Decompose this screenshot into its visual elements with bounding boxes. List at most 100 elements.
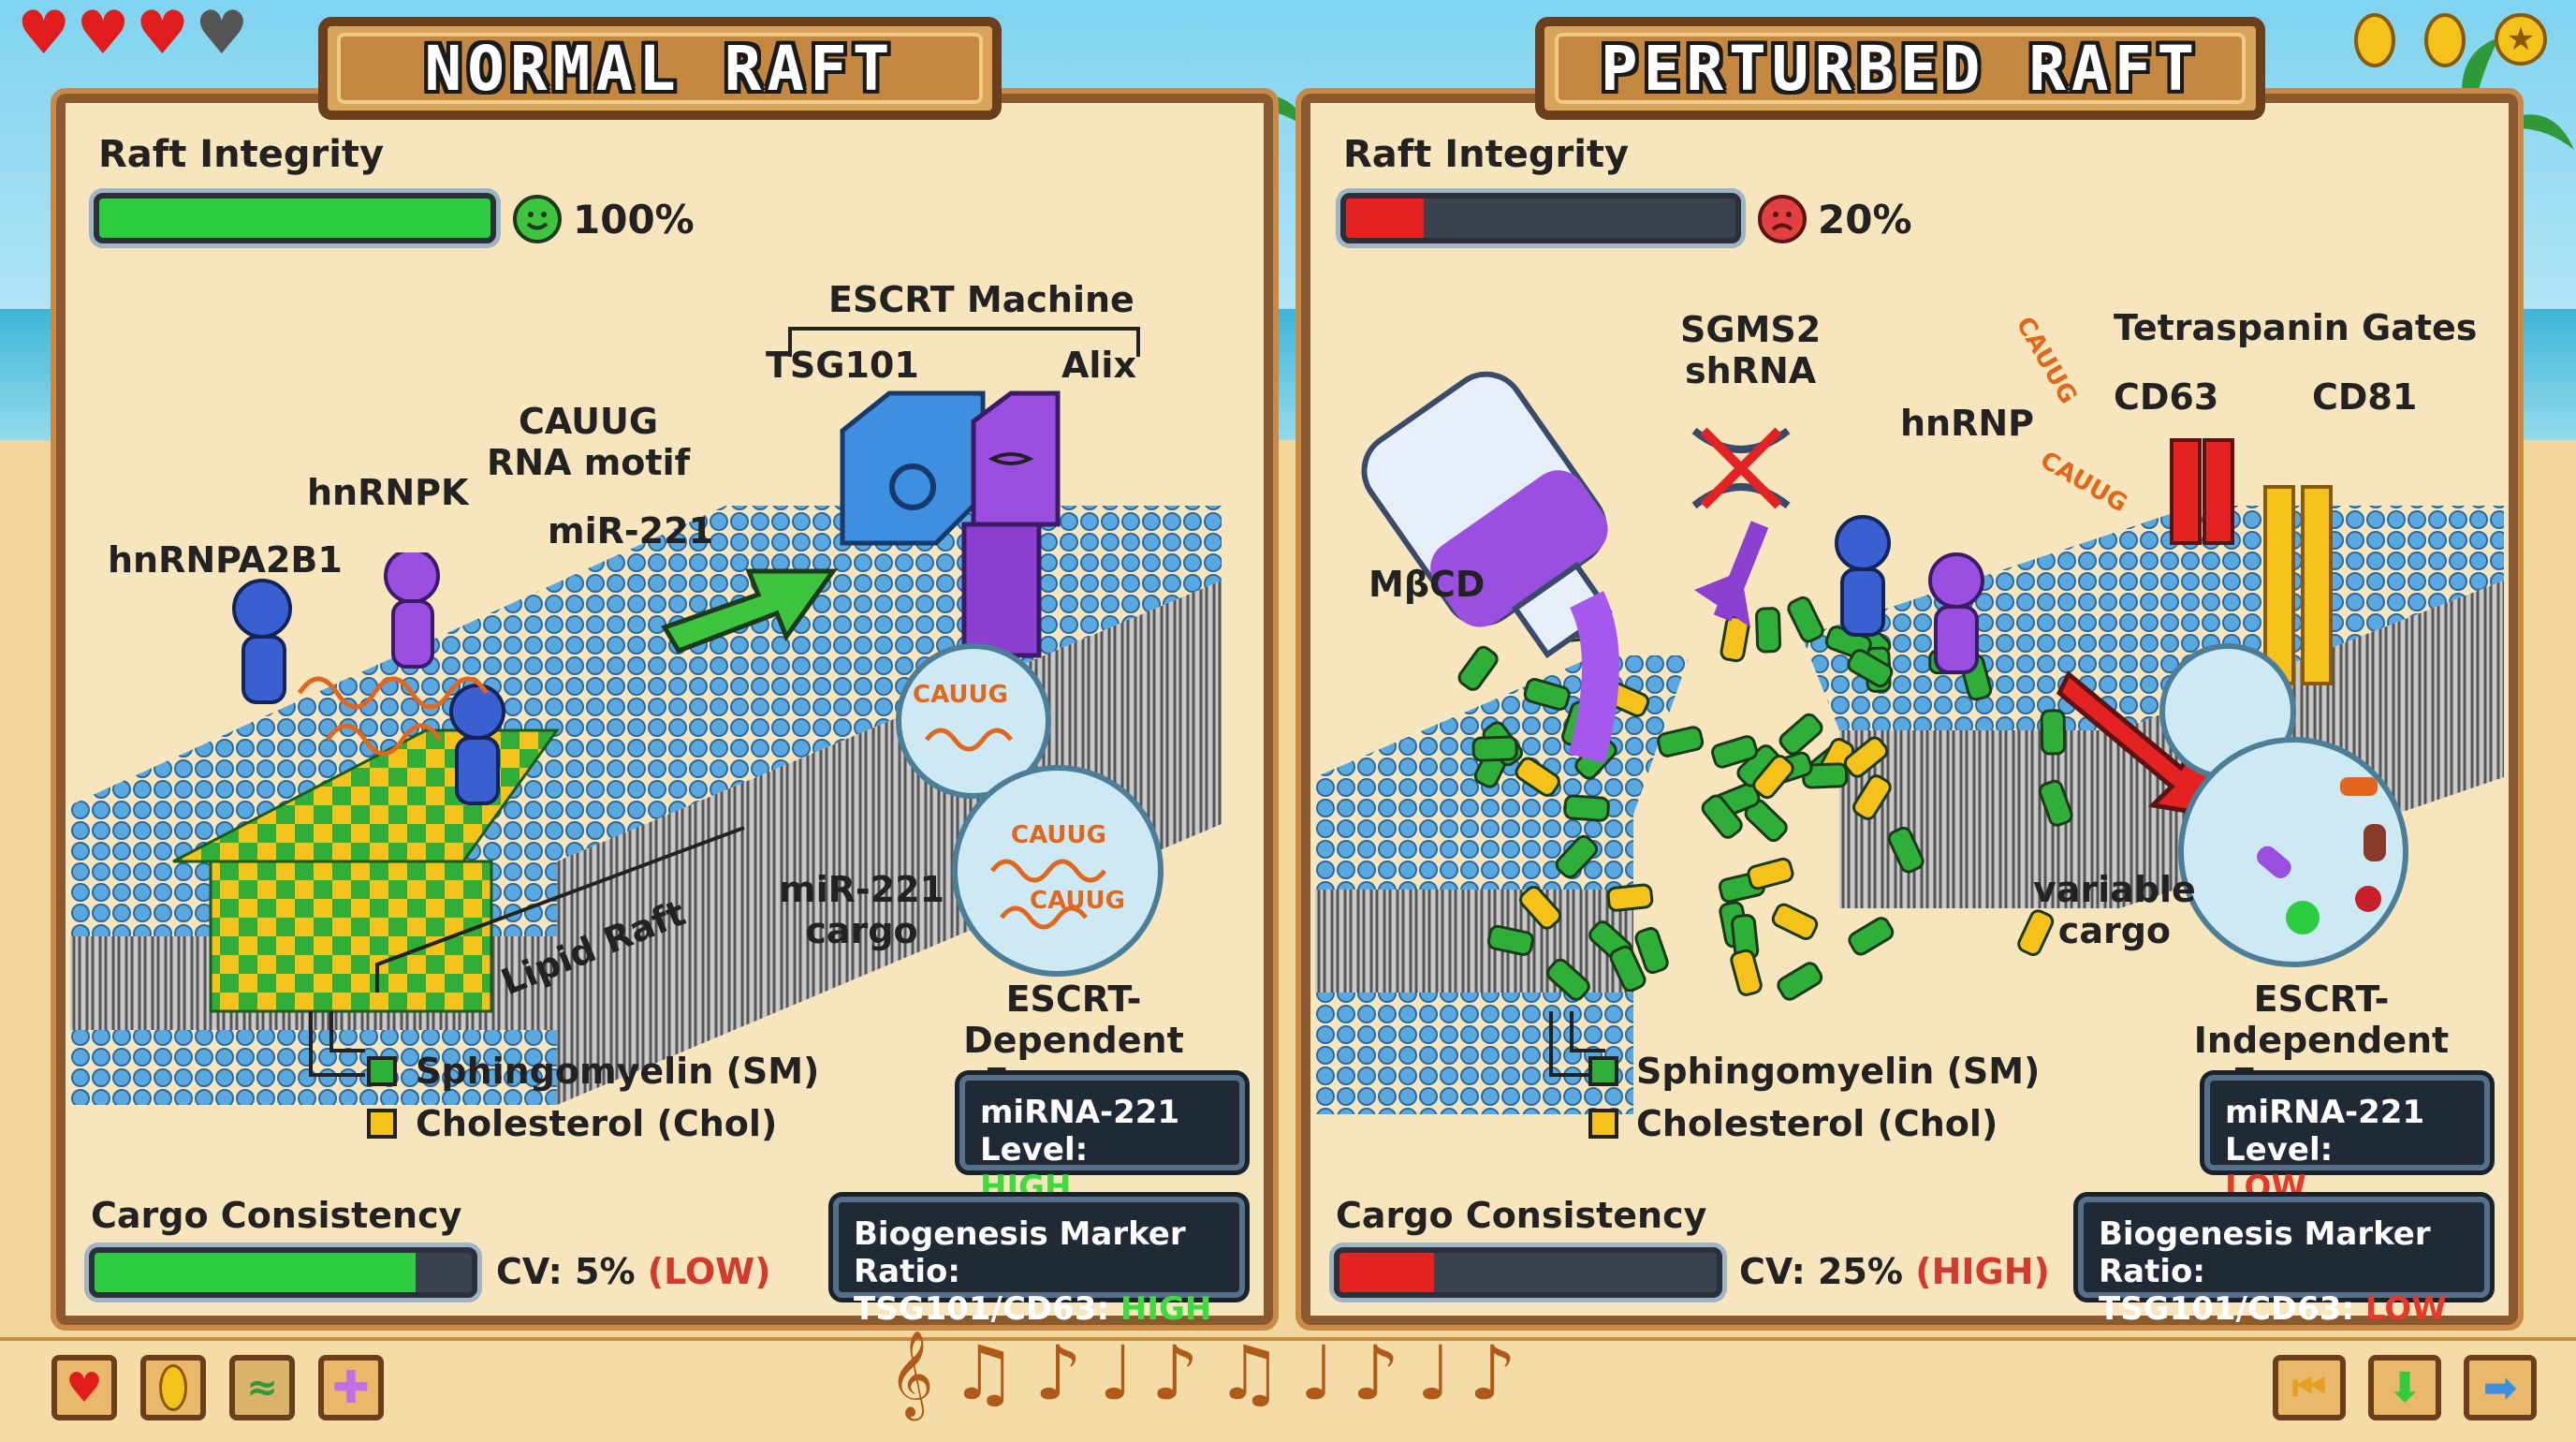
cauug-motif-label: CAUUG RNA motif (487, 401, 690, 483)
rna-tag: CAUUG (913, 681, 1008, 709)
scattered-lipid (1847, 649, 1894, 688)
escrt-dependent-exosome-icon: CAUUG CAUUG CAUUG (896, 643, 1164, 977)
raft-integrity-label: Raft Integrity (98, 133, 385, 176)
raft-integrity-bar (94, 193, 496, 243)
sphingomyelin-label: Sphingomyelin (SM) (416, 1051, 820, 1092)
sgms2-shrna-label: SGMS2 shRNA (1680, 309, 1821, 391)
mirna-level-box: miRNA-221 Level: LOW (2204, 1075, 2490, 1206)
down-button[interactable]: ⬇ (2368, 1355, 2441, 1420)
variable-cargo-label: variable cargo (2033, 869, 2196, 951)
scattered-lipid (1515, 757, 1560, 797)
mir221-label: miR-221 (548, 510, 713, 552)
coin-icon (2354, 13, 2395, 67)
raft-integrity-fill (99, 199, 490, 238)
cd63-gate (2170, 438, 2234, 545)
sphingomyelin-swatch (367, 1056, 397, 1086)
scattered-lipid (1555, 834, 1599, 879)
cholesterol-swatch (367, 1109, 397, 1139)
variable-line1: variable (2033, 869, 2196, 910)
plus-icon: ✚ (331, 1361, 371, 1414)
cargo-consistency-bar (89, 1247, 477, 1298)
shrna-knockdown-icon (1691, 427, 1791, 627)
scattered-lipid (1486, 924, 1534, 956)
hnrnp-label: hnRNP (1900, 403, 2035, 444)
cv-value: CV: 25% (1739, 1251, 1903, 1292)
hnrnpa2b1-protein (232, 579, 292, 704)
scattered-lipid (1752, 755, 1794, 800)
lipid-raft-bracket (375, 826, 745, 993)
heart-icon: ♥ (66, 1363, 103, 1412)
raft-integrity-label: Raft Integrity (1343, 133, 1630, 176)
plus-button[interactable]: ✚ (318, 1355, 384, 1420)
scattered-lipid (1546, 958, 1590, 1001)
scattered-lipid (1852, 774, 1892, 820)
hnrnpk-protein (384, 552, 440, 669)
scattered-lipid (1523, 678, 1571, 712)
coin-icon (159, 1364, 187, 1411)
scattered-lipid (1887, 826, 1925, 874)
raft-integrity-value: 20% (1818, 197, 1912, 243)
cholesterol-swatch (1588, 1109, 1618, 1139)
cargo-consistency-label: Cargo Consistency (1336, 1195, 1707, 1236)
scattered-lipid (1771, 903, 1819, 940)
cv-qualifier: (HIGH) (1915, 1251, 2050, 1292)
previous-button[interactable]: ⏮ (2273, 1355, 2346, 1420)
marker-ratio-label: Biogenesis Marker Ratio: (854, 1215, 1186, 1290)
sgms2-line1: SGMS2 (1680, 309, 1822, 350)
mir221-cargo-line2: cargo (805, 910, 918, 951)
raft-integrity-fill (1346, 199, 1425, 238)
scattered-lipid (1848, 917, 1895, 956)
membrane-normal (70, 506, 1222, 1105)
scattered-lipid (1777, 962, 1823, 1001)
coin-button[interactable] (140, 1355, 206, 1420)
cv-qualifier: (LOW) (647, 1251, 771, 1292)
scattered-lipid (1471, 735, 1518, 762)
scattered-lipid (1657, 726, 1705, 758)
escrt-complex-icon (840, 390, 1061, 658)
cv-readout: CV: 25% (HIGH) (1739, 1251, 2050, 1292)
scattered-lipid (1843, 736, 1889, 778)
tetraspanin-gates-icon (2170, 438, 2333, 685)
heart-full-icon: ♥ (76, 0, 130, 68)
mbcd-label: MβCD (1368, 564, 1486, 605)
exosome-label-line1: ESCRT-Independent (2193, 978, 2450, 1061)
legend-connector (309, 1011, 365, 1077)
cholesterol-label: Cholesterol (Chol) (1636, 1103, 1998, 1144)
marker-ratio-name: TSG101/CD63: (2099, 1290, 2355, 1328)
cargo-consistency-label: Cargo Consistency (91, 1195, 462, 1236)
coin-icon (2424, 13, 2466, 67)
down-arrow-icon: ⬇ (2387, 1363, 2422, 1412)
panel-title: NORMAL RAFT (424, 32, 896, 105)
rna-tag: CAUUG (1030, 887, 1125, 915)
scattered-lipid (1755, 607, 1782, 654)
cargo-consistency-fill (95, 1253, 416, 1292)
dna-button[interactable]: ≈ (229, 1355, 295, 1420)
mirna-level-box: miRNA-221 Level: HIGH (959, 1075, 1245, 1206)
scattered-lipid (1609, 945, 1647, 993)
heart-full-icon: ♥ (17, 0, 71, 68)
biogenesis-marker-box: Biogenesis Marker Ratio: TSG101/CD63: LO… (2078, 1197, 2490, 1328)
star-coin-icon: ★ (2495, 13, 2547, 66)
scattered-lipid (1563, 794, 1610, 822)
scattered-lipid (2038, 779, 2073, 827)
panel-title: PERTURBED RAFT (1600, 32, 2201, 105)
title-banner-perturbed: PERTURBED RAFT (1535, 17, 2265, 120)
mir221-cargo-label: miR-221 cargo (779, 869, 944, 951)
biogenesis-marker-box: Biogenesis Marker Ratio: TSG101/CD63: HI… (833, 1197, 1245, 1328)
scattered-lipid (1634, 927, 1669, 975)
lipid-raft-side (209, 860, 493, 1013)
heart-empty-icon: ♥ (195, 0, 249, 68)
scattered-lipid (1701, 794, 1743, 839)
scattered-lipid (1787, 596, 1824, 643)
mbcd-bottle-icon (1361, 371, 1619, 764)
scattered-lipids (1457, 596, 2073, 1001)
heart-full-icon: ♥ (135, 0, 190, 68)
hnrnpk-label: hnRNPK (307, 472, 469, 513)
legend-connector (1549, 1011, 1605, 1077)
sgms2-line2: shRNA (1685, 350, 1817, 391)
dna-icon: ≈ (246, 1366, 278, 1409)
next-button[interactable]: ➡ (2464, 1355, 2537, 1420)
cauug-motif-label-line2: RNA motif (487, 442, 691, 483)
heart-button[interactable]: ♥ (51, 1355, 117, 1420)
next-arrow-icon: ➡ (2482, 1363, 2518, 1412)
